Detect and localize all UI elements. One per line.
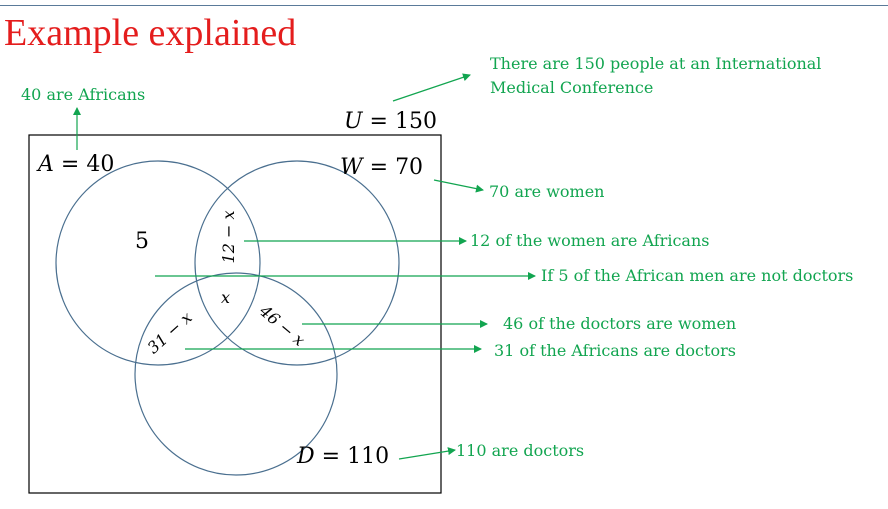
region-a-only: 5 xyxy=(135,229,149,254)
circle-a xyxy=(55,160,261,366)
universe-box xyxy=(28,134,442,494)
set-w-label: W = 70 xyxy=(340,155,424,180)
arrow-universe xyxy=(392,73,471,102)
circle-w xyxy=(194,160,400,366)
region-all-three: x xyxy=(221,288,231,307)
arrow-women xyxy=(433,179,484,193)
note-africans: 40 are Africans xyxy=(21,85,146,104)
note-africans-doctors: 31 of the Africans are doctors xyxy=(494,341,736,360)
note-universe-line2: Medical Conference xyxy=(490,78,654,97)
note-women-africans: 12 of the women are Africans xyxy=(470,231,710,250)
set-a-label: A = 40 xyxy=(38,152,115,177)
arrow-doctors xyxy=(398,447,456,460)
note-african-men: If 5 of the African men are not doctors xyxy=(541,266,854,285)
top-divider xyxy=(0,5,888,6)
circle-d xyxy=(134,272,338,476)
note-doctors: 110 are doctors xyxy=(456,441,585,460)
set-d-label: D = 110 xyxy=(297,444,390,469)
note-universe-line1: There are 150 people at an International xyxy=(490,54,822,73)
universe-label: U = 150 xyxy=(344,109,437,134)
note-women: 70 are women xyxy=(489,182,605,201)
note-doctors-women: 46 of the doctors are women xyxy=(503,314,737,333)
region-a-w: 12 − x xyxy=(219,210,238,264)
page-title: Example explained xyxy=(4,12,297,54)
